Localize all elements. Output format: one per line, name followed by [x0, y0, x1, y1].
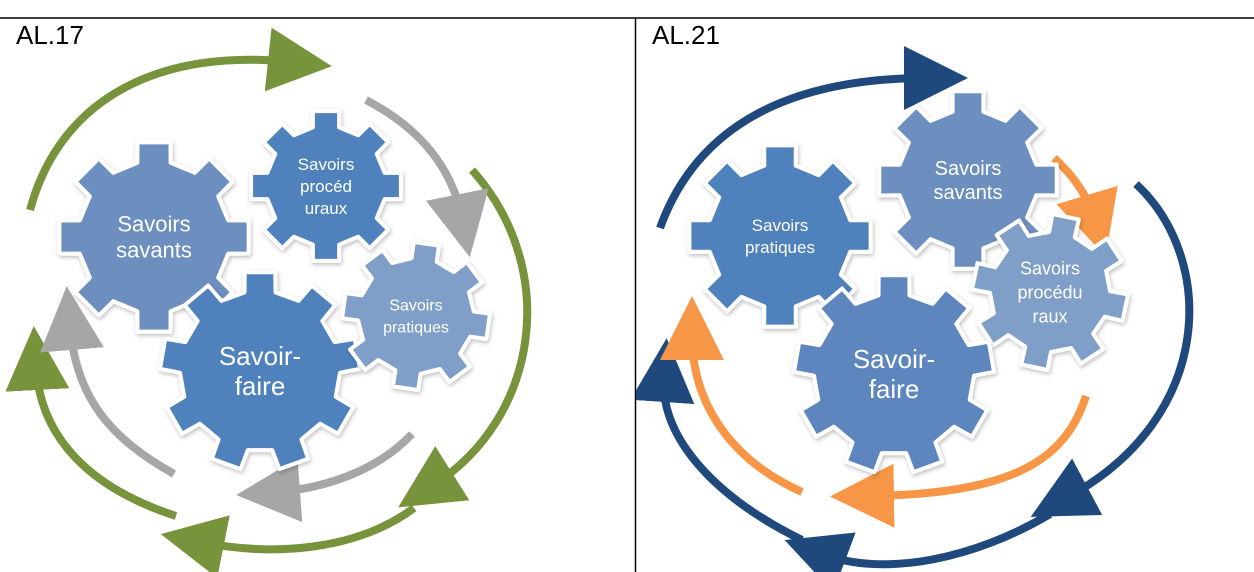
orange-arrow-bottom [830, 394, 1090, 528]
gear-label-line: faire [869, 374, 920, 404]
gear-shape [57, 140, 251, 334]
gear-label-line: Savoirs [752, 216, 809, 235]
gear-4: Savoir-faire [792, 273, 996, 475]
gray-arrow-bottom [236, 431, 415, 523]
gear-label-line: savants [934, 182, 1003, 204]
gear-label-line: savants [116, 238, 192, 263]
orange-arrow-left [660, 296, 804, 496]
gear-3: Savoirs procédu raux [970, 212, 1130, 372]
gear-shape [970, 212, 1130, 372]
gear-label-line: Savoirs [389, 298, 442, 315]
gear-label-line: Savoirs [117, 212, 190, 237]
gear-label-line: pratiques [745, 238, 815, 257]
gear-3: Savoir-faire [158, 270, 362, 472]
panel-label-al21: AL.21 [652, 20, 720, 50]
green-arrow-right [398, 167, 532, 508]
gear-shape [687, 143, 873, 329]
gear-label-line: Savoirs [298, 155, 355, 174]
gear-label-line: Savoirs [1020, 258, 1080, 278]
gear-1: Savoirs pratiques [687, 143, 873, 329]
gear-label-line: Savoir- [853, 344, 935, 374]
green-arrow-bottom [160, 504, 417, 572]
gray-arrow-left [40, 286, 176, 478]
gear-label-line: uraux [305, 199, 348, 218]
gear-2: Savoirs procéd uraux [249, 109, 403, 263]
navy-arrow-top [656, 46, 968, 230]
green-arrow-top [26, 27, 332, 212]
panel-label-al17: AL.17 [16, 20, 84, 50]
navy-arrow-right [1030, 181, 1194, 517]
al17-diagram: SavoirssavantsSavoirsprocédurauxSavoir-f… [5, 27, 532, 572]
gear-label-line: Savoir- [219, 341, 301, 371]
green-arrow-left [5, 326, 178, 520]
gear-shape [249, 109, 403, 263]
gear-shape [158, 270, 362, 472]
gear-label-line: procédu [1017, 282, 1082, 302]
gray-arrow-top-right [364, 96, 489, 258]
gear-shape [792, 273, 996, 475]
gear-4: Savoirs pratiques [340, 240, 492, 392]
gear-shape [340, 240, 492, 392]
orange-arrow-top-right [1051, 155, 1118, 257]
al21-diagram: SavoirspratiquesSavoirssavantsSavoirspro… [636, 46, 1194, 572]
gear-label-line: raux [1032, 306, 1067, 326]
gear-label-line: faire [235, 371, 286, 401]
gear-label-line: pratiques [383, 320, 449, 337]
navy-arrow-bottom [784, 510, 1053, 572]
gear-label-line: procéd [300, 177, 352, 196]
navy-arrow-left [636, 338, 804, 544]
gear-label-line: Savoirs [935, 158, 1002, 180]
